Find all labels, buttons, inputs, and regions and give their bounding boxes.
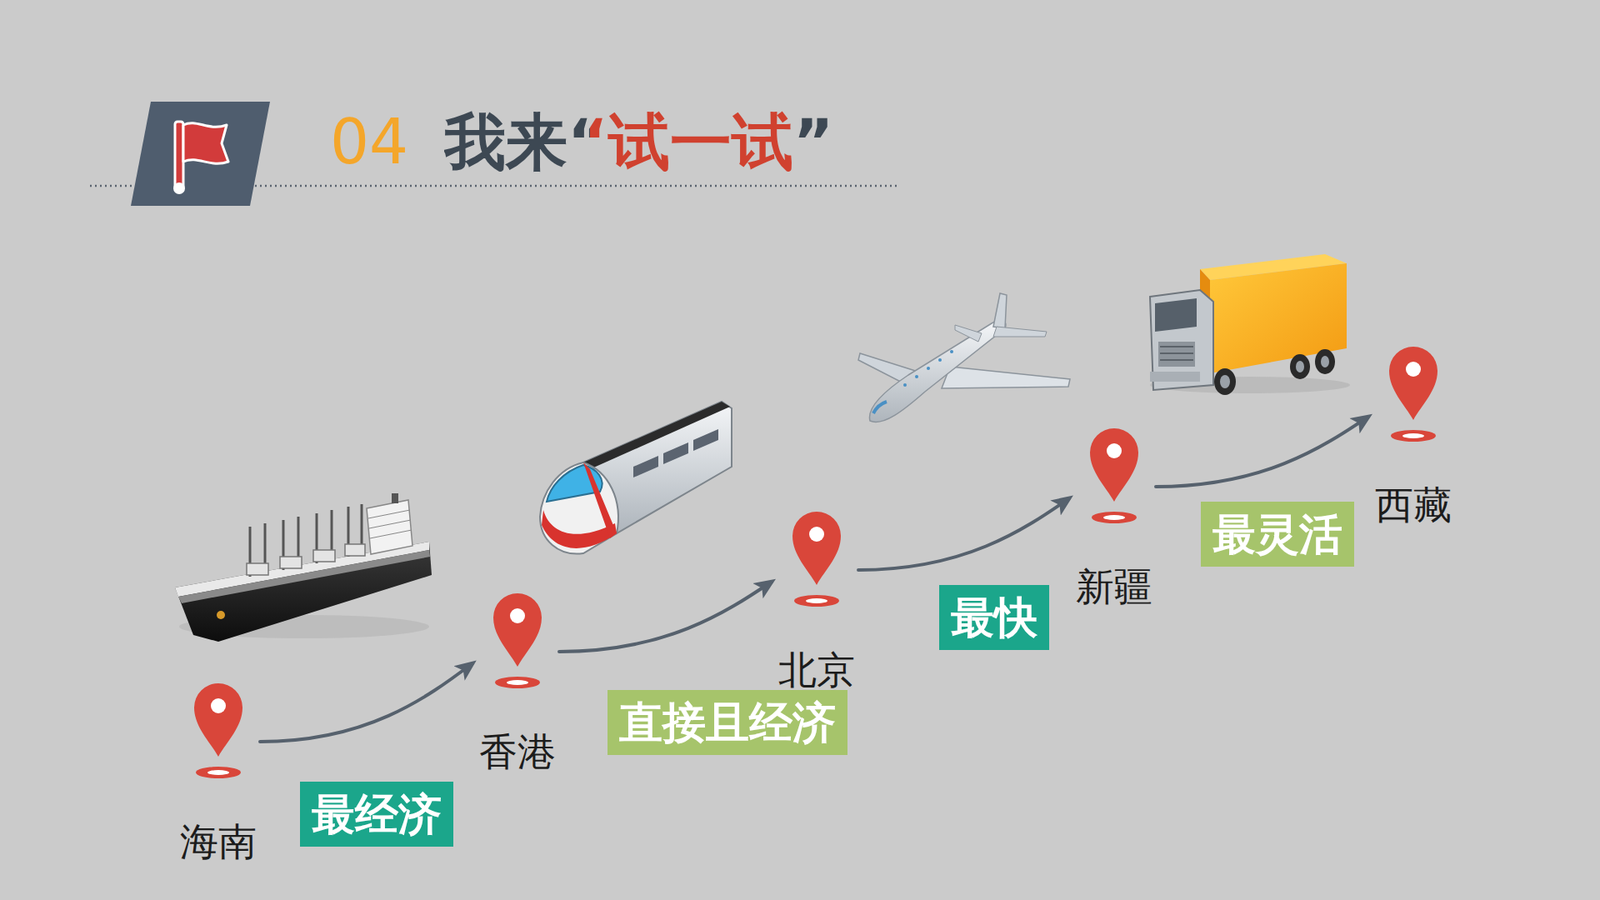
flag-icon (173, 121, 229, 195)
location-pin (492, 591, 543, 692)
location-node: 香港 (475, 591, 560, 776)
pin-dot (510, 608, 525, 624)
city-name: 香港 (475, 729, 560, 775)
edge-label: 直接且经济 (607, 690, 848, 755)
pin-head (1389, 346, 1438, 420)
pin-base (1390, 430, 1436, 442)
location-node: 海南 (176, 681, 260, 866)
header-badge (130, 101, 270, 206)
pin-head (1090, 428, 1139, 502)
pin-base (195, 766, 241, 779)
edge-label: 最快 (939, 585, 1050, 650)
airplane-illustration (858, 293, 1070, 422)
pin-head (194, 683, 243, 757)
pin-base-hole (805, 598, 828, 604)
pin-base (794, 595, 840, 607)
pin-base (1091, 511, 1137, 524)
location-pin (193, 681, 244, 782)
pin-dot (210, 698, 226, 714)
pin-base (495, 676, 540, 689)
edge-label: 最灵活 (1200, 501, 1355, 567)
section-number: 04 (330, 100, 409, 184)
location-pin (1089, 426, 1140, 527)
truck-illustration (1150, 254, 1350, 395)
route-arrow (260, 663, 473, 742)
pin-base-hole (207, 770, 230, 775)
edge-label: 最经济 (300, 781, 454, 847)
pin-dot (809, 526, 825, 542)
pin-dot (1405, 361, 1421, 377)
pin-base-hole (506, 680, 529, 685)
pin-dot (1106, 443, 1122, 459)
pin-head (493, 593, 542, 667)
city-name: 北京 (775, 647, 859, 693)
pin-base-hole (1103, 515, 1125, 520)
route-arrow (1155, 416, 1369, 487)
location-pin (1388, 345, 1439, 445)
city-name: 海南 (176, 819, 260, 865)
route-arrow (858, 498, 1070, 570)
slide-title: 我来“试一试” (444, 100, 834, 184)
train-illustration (540, 401, 732, 555)
location-pin (791, 510, 842, 610)
city-name: 新疆 (1072, 564, 1156, 610)
city-name: 西藏 (1371, 482, 1455, 528)
pin-base-hole (1402, 433, 1425, 439)
pin-head (792, 511, 841, 585)
location-node: 西藏 (1371, 345, 1455, 530)
location-node: 北京 (775, 510, 859, 695)
route-arrow (559, 581, 772, 652)
ship-illustration (175, 493, 432, 642)
location-node: 新疆 (1072, 426, 1156, 611)
